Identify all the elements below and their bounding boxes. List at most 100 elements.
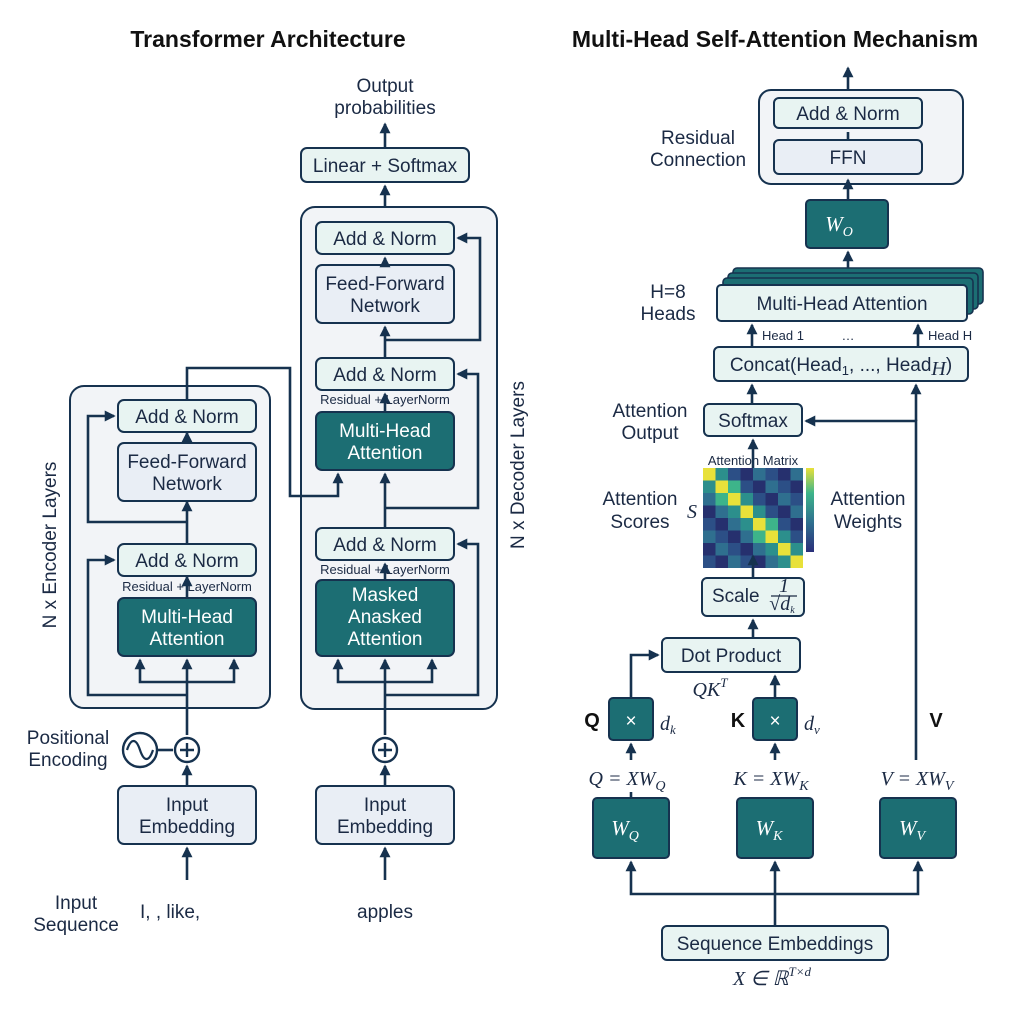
heatmap-cell xyxy=(790,505,803,518)
softmax-box: Softmax xyxy=(703,403,803,437)
head-first-label: Head 1 xyxy=(762,328,804,343)
heatmap-cell xyxy=(790,518,803,531)
encoder-add-norm-bottom: Add & Norm xyxy=(117,543,257,577)
positional-encoding-label-2: Encoding xyxy=(28,750,107,771)
decoder-add-norm-mid: Add & Norm xyxy=(315,357,455,391)
heatmap-cell xyxy=(753,555,766,568)
encoder-residual-lower xyxy=(86,554,187,697)
heatmap-cell xyxy=(740,480,753,493)
attn-add-norm-label: Add & Norm xyxy=(796,104,899,125)
heatmap-cell xyxy=(728,493,741,506)
heatmap-cell xyxy=(715,505,728,518)
attn-arrow-q-to-dot xyxy=(629,649,660,698)
heatmap-cell xyxy=(740,555,753,568)
right-title: Multi-Head Self-Attention Mechanism xyxy=(572,26,978,52)
concat-label: Concat(Head1, ..., HeadH) xyxy=(730,355,952,380)
heatmap-cell xyxy=(715,555,728,568)
qkt-label: QKT xyxy=(692,675,728,701)
heatmap-cell xyxy=(753,530,766,543)
k-equation: K = XWK xyxy=(732,768,809,794)
decoder-add-norm-top-label: Add & Norm xyxy=(333,229,436,250)
output-probabilities-label-1: Output xyxy=(356,76,414,97)
heatmap-cell xyxy=(765,493,778,506)
attention-scores-label-1: Attention xyxy=(603,489,678,510)
linear-softmax-box: Linear + Softmax xyxy=(300,147,470,183)
heatmap-cell xyxy=(790,530,803,543)
heatmap-cell xyxy=(740,543,753,556)
encoder-embed-label-2: Embedding xyxy=(139,817,235,838)
x-equation: X ∈ ℝT×d xyxy=(732,964,811,990)
positional-encoding-label-1: Positional xyxy=(27,728,109,749)
heatmap-cell xyxy=(753,505,766,518)
decoder-ffn: Feed-Forward Network xyxy=(315,264,455,324)
encoder-arrow-q-branch xyxy=(134,658,187,684)
heatmap-cell xyxy=(728,543,741,556)
attention-colorbar xyxy=(806,468,814,552)
wo-box: WO xyxy=(805,199,889,249)
heatmap-cell xyxy=(728,505,741,518)
wk-box: WK xyxy=(736,797,814,859)
encoder-mha-label-2: Attention xyxy=(150,629,225,650)
scale-label: Scale xyxy=(712,586,760,607)
encoder-input-embedding: Input Embedding xyxy=(117,785,257,845)
wq-label: WQ xyxy=(611,816,639,844)
heatmap-cell xyxy=(778,518,791,531)
scale-box: Scale 1 √dk xyxy=(701,575,805,617)
q-multiply-icon: × xyxy=(625,711,636,732)
q-label: Q xyxy=(584,710,600,732)
heatmap-cell xyxy=(753,468,766,481)
encoder-add-norm-top-label: Add & Norm xyxy=(135,407,238,428)
dot-product-label: Dot Product xyxy=(681,646,782,667)
heatmap-cell xyxy=(753,543,766,556)
decoder-add-norm-top: Add & Norm xyxy=(315,221,455,255)
heatmap-cell xyxy=(740,530,753,543)
input-sequence-label-2: Sequence xyxy=(33,915,119,936)
left-title: Transformer Architecture xyxy=(130,26,405,52)
heatmap-cell xyxy=(740,518,753,531)
heatmap-cell xyxy=(765,505,778,518)
decoder-masked-label-1: Masked xyxy=(352,585,419,606)
head-dots-label: … xyxy=(842,328,855,343)
heatmap-cell xyxy=(715,543,728,556)
heatmap-cell xyxy=(765,543,778,556)
attn-ffn: FFN xyxy=(773,139,923,175)
attention-matrix-heatmap xyxy=(703,468,803,568)
linear-softmax-label: Linear + Softmax xyxy=(313,156,458,177)
k-label: K xyxy=(731,710,746,732)
heatmap-cell xyxy=(703,518,716,531)
sequence-embeddings-label: Sequence Embeddings xyxy=(677,934,873,955)
heatmap-cell xyxy=(728,555,741,568)
decoder-side-label: N x Decoder Layers xyxy=(508,381,529,549)
attention-output-label-1: Attention xyxy=(613,401,688,422)
decoder-add-norm-bottom: Add & Norm xyxy=(315,527,455,561)
decoder-masked-label-2: Anasked xyxy=(348,607,422,628)
dot-product-box: Dot Product xyxy=(661,637,801,673)
multi-head-attention-stack: Multi-Head Attention xyxy=(716,267,984,322)
sequence-embeddings-box: Sequence Embeddings xyxy=(661,925,889,961)
heatmap-cell xyxy=(778,505,791,518)
heatmap-cell xyxy=(753,480,766,493)
v-equation: V = XWV xyxy=(881,768,955,794)
heatmap-cell xyxy=(790,468,803,481)
k-multiply-box: × xyxy=(752,697,798,741)
scores-symbol: S xyxy=(687,501,697,523)
heatmap-cell xyxy=(740,468,753,481)
heatmap-cell xyxy=(740,493,753,506)
attention-weights-label-2: Weights xyxy=(834,512,902,533)
heatmap-cell xyxy=(728,530,741,543)
attention-scores-label-2: Scores xyxy=(610,512,669,533)
decoder-embed-label-1: Input xyxy=(364,795,407,816)
concat-box: Concat(Head1, ..., HeadH) xyxy=(713,346,969,382)
head-last-label: Head H xyxy=(928,328,972,343)
heatmap-cell xyxy=(765,468,778,481)
wq-box: WQ xyxy=(592,797,670,859)
attention-weights-label-1: Attention xyxy=(831,489,906,510)
heatmap-cell xyxy=(728,518,741,531)
heatmap-cell xyxy=(728,468,741,481)
heatmap-cell xyxy=(778,480,791,493)
heatmap-cell xyxy=(753,518,766,531)
attention-mechanism: Add & Norm FFN Residual Connection WO H=… xyxy=(584,66,984,990)
input-tokens: I, , like, xyxy=(140,902,200,923)
